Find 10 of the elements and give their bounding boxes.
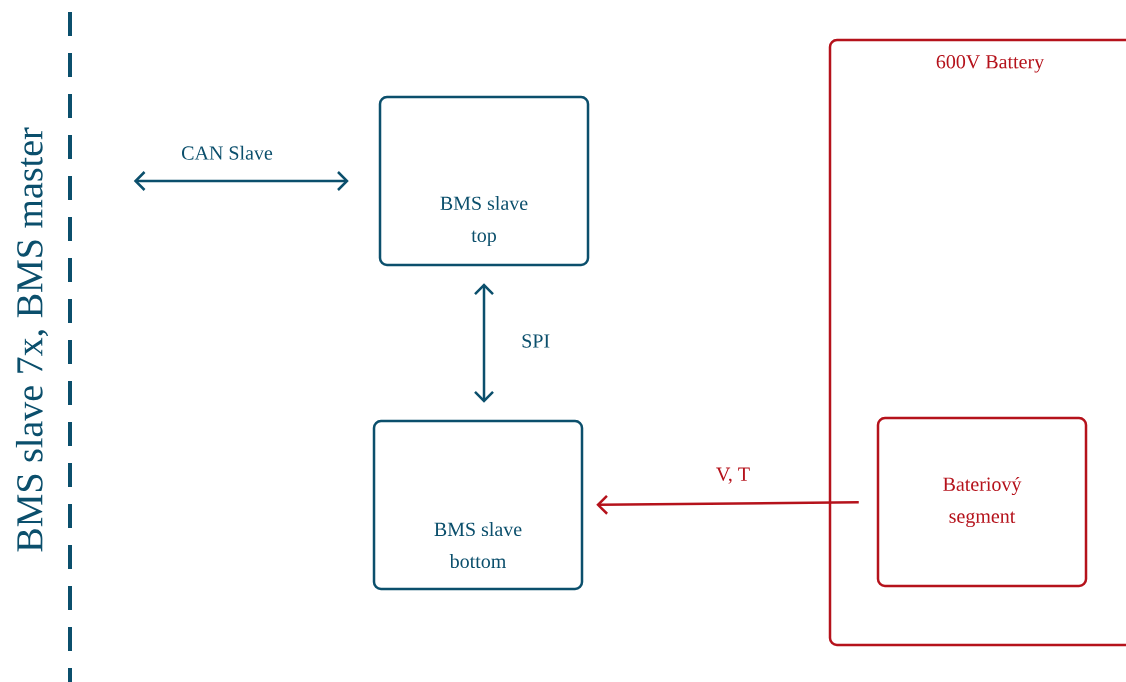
arrow <box>474 283 494 403</box>
arrow <box>133 171 349 191</box>
module-box: Bateriový segment <box>876 416 1088 588</box>
edge-label: V, T <box>716 467 750 484</box>
arrow <box>596 494 859 515</box>
edge-label: SPI <box>522 334 550 348</box>
module-box: BMS slave bottom <box>372 419 584 591</box>
edge-label: CAN Slave <box>182 145 273 160</box>
module-box: BMS slave top <box>378 95 590 267</box>
side-label: BMS slave 7x, BMS master <box>15 127 49 552</box>
